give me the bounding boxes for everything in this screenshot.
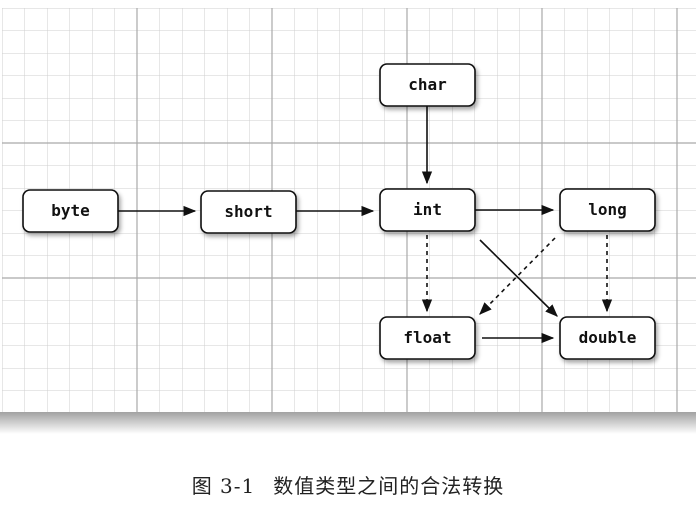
- node-label: long: [588, 200, 627, 219]
- node-box: [559, 188, 656, 232]
- node-int: int: [379, 188, 476, 232]
- node-label: byte: [51, 201, 90, 220]
- node-label: int: [413, 200, 442, 219]
- edge-long-to-float: [479, 237, 556, 315]
- node-label: char: [408, 75, 447, 94]
- node-label: double: [579, 328, 637, 347]
- figure-number: 图 3-1: [191, 474, 256, 498]
- node-box: [379, 63, 476, 107]
- edges-layer: [118, 106, 613, 344]
- node-char: char: [379, 63, 476, 107]
- caption-text: 数值类型之间的合法转换: [273, 474, 505, 498]
- node-box: [22, 189, 119, 233]
- nodes-layer: byte short char int long float double: [22, 63, 656, 360]
- node-byte: byte: [22, 189, 119, 233]
- node-box: [559, 316, 656, 360]
- node-box: [379, 316, 476, 360]
- node-box: [379, 188, 476, 232]
- node-label: short: [224, 202, 272, 221]
- node-float: float: [379, 316, 476, 360]
- node-long: long: [559, 188, 656, 232]
- edge-int-to-double: [479, 239, 558, 317]
- node-label: float: [403, 328, 451, 347]
- figure-caption: 图 3-1 数值类型之间的合法转换: [0, 470, 696, 499]
- node-short: short: [200, 190, 297, 234]
- node-box: [200, 190, 297, 234]
- node-double: double: [559, 316, 656, 360]
